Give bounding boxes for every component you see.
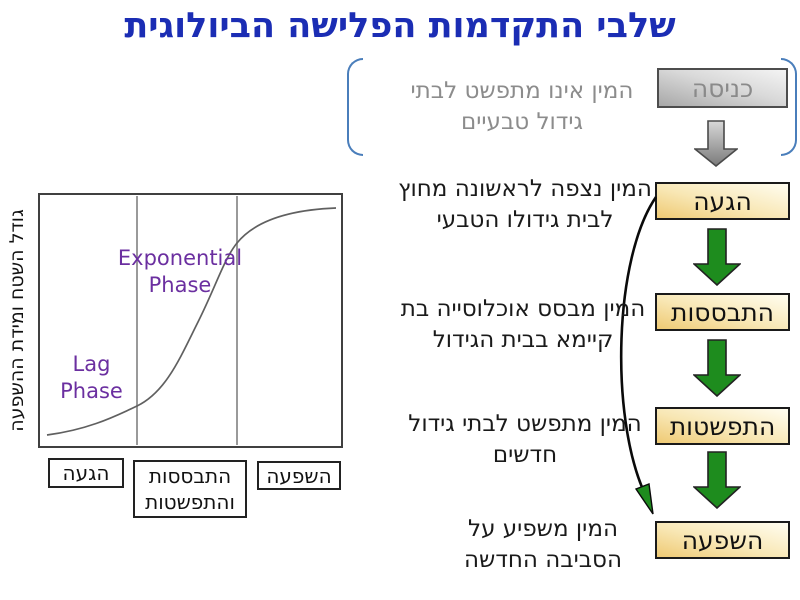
description-line: קיימא בבית הגידול (432, 327, 614, 353)
description-line: המין משפיע על (468, 516, 618, 542)
stage-box-establishment: התבססות (655, 293, 790, 331)
stage-box-impact-label: השפעה (681, 525, 764, 555)
exponential-phase-line2: Phase (148, 273, 212, 297)
sigmoid-curve (46, 207, 337, 436)
growth-chart: Exponential Phase Lag Phase (38, 193, 343, 448)
description-line: המין מתפשט לבתי גידול (408, 411, 642, 437)
x-stage-box-label: השפעה (266, 463, 332, 488)
stage-box-impact: השפעה (655, 521, 790, 559)
stage-description-spread: המין מתפשט לבתי גידול חדשים (390, 409, 660, 471)
x-stage-box-establishment-spread: התבססות והתפשטות (133, 460, 247, 518)
entry-note-line1: המין אינו מתפשט לבתי (410, 78, 634, 104)
lag-phase-line1: Lag (72, 352, 111, 376)
down-arrow-green-icon (693, 228, 741, 286)
description-line: המין נצפה לראשונה מחוץ (398, 176, 652, 202)
exponential-phase-label: Exponential Phase (95, 245, 265, 299)
entry-note-bracket-left-icon (347, 58, 363, 156)
description-line: לבית גידולו הטבעי (436, 207, 614, 233)
stage-box-entry: כניסה (657, 68, 788, 108)
entry-note-line2: גידול טבעיים (461, 109, 583, 135)
slide-title: שלבי התקדמות הפלישה הביולוגית (124, 6, 676, 46)
x-stage-box-arrival: הגעה (48, 458, 124, 488)
stage-description-establishment: המין מבסס אוכלוסייה בת קיימא בבית הגידול (388, 294, 658, 356)
x-stage-box-label: התבססות (148, 464, 232, 488)
description-line: הסביבה החדשה (464, 547, 622, 573)
stage-box-arrival-label: הגעה (693, 186, 752, 216)
x-stage-box-label: והתפשטות (145, 490, 235, 514)
x-stage-box-label: הגעה (62, 461, 110, 485)
down-arrow-green-icon (693, 339, 741, 397)
entry-note: המין אינו מתפשט לבתי גידול טבעיים (397, 76, 647, 138)
lag-phase-line2: Phase (60, 379, 123, 403)
stage-box-arrival: הגעה (655, 182, 790, 220)
stage-description-arrival: המין נצפה לראשונה מחוץ לבית גידולו הטבעי (390, 174, 660, 236)
down-arrow-green-icon (693, 451, 741, 509)
stage-box-spread-label: התפשטות (669, 411, 776, 441)
exponential-phase-line1: Exponential (117, 246, 243, 270)
stage-box-establishment-label: התבססות (671, 297, 774, 327)
down-arrow-gray-icon (694, 120, 738, 167)
x-stage-box-impact: השפעה (257, 461, 341, 490)
growth-chart-canvas (46, 196, 337, 445)
stage-description-impact: המין משפיע על הסביבה החדשה (408, 514, 678, 576)
y-axis-label: גודל השטח ומידת ההשפעה (6, 209, 28, 432)
description-line: חדשים (492, 442, 558, 468)
stage-box-entry-label: כניסה (691, 73, 754, 103)
stage-box-spread: התפשטות (655, 407, 790, 445)
description-line: המין מבסס אוכלוסייה בת (400, 296, 646, 322)
lag-phase-label: Lag Phase (44, 351, 139, 405)
